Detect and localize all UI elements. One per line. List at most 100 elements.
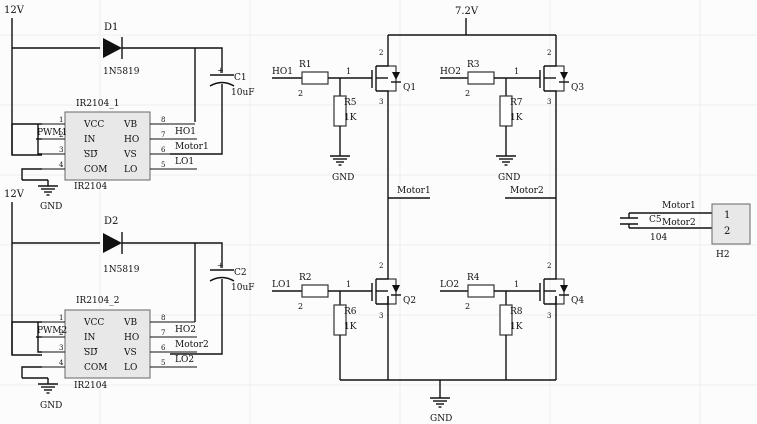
resistor-ref: R6	[344, 307, 357, 317]
gate-net: LO2	[440, 280, 459, 290]
svg-text:+: +	[217, 66, 224, 75]
net-lo: LO1	[175, 157, 194, 167]
wire-bootstrap	[122, 47, 223, 73]
pin-num: 4	[59, 161, 64, 169]
pin-com: COM	[84, 165, 107, 175]
ic-ir2104-2	[64, 309, 151, 379]
pin-num: 2	[59, 131, 63, 139]
diode-d1	[103, 37, 123, 59]
resistor-ref: R1	[299, 60, 312, 70]
net-motor: Motor1	[175, 142, 209, 152]
diode-body	[103, 38, 122, 58]
resistor-value: 1K	[344, 113, 357, 123]
cap-ref: C2	[234, 268, 247, 278]
diode-body	[103, 233, 122, 253]
svg-text:+: +	[217, 261, 224, 270]
net-ho: HO2	[175, 325, 196, 335]
pin-num: 5	[161, 161, 165, 169]
pin-num: 2	[379, 262, 383, 270]
gnd-label: GND	[332, 173, 354, 183]
gnd-label: GND	[40, 401, 62, 411]
pin-ho: HO	[124, 135, 139, 145]
pin-num: 4	[59, 359, 64, 367]
pin-vb: VB	[123, 318, 137, 328]
pin-num: 6	[161, 146, 166, 154]
pin-num: 1	[346, 280, 351, 289]
ic-part: IR2104	[74, 381, 108, 391]
mosfet-ref: Q2	[403, 296, 416, 306]
resistor-ref: R5	[344, 98, 357, 108]
pin-num: 7	[161, 131, 165, 139]
wire-vcc	[11, 123, 42, 155]
motor-connector: C5 104 Motor1 Motor2 1 2 H2	[620, 201, 751, 260]
capacitor-c2: +	[209, 261, 235, 282]
pin-num: 2	[379, 49, 383, 57]
rail-72v-label: 7.2V	[455, 6, 479, 17]
pin-num: 7	[161, 329, 165, 337]
wire-sd	[37, 124, 42, 155]
ic-title: IR2104_2	[76, 296, 119, 306]
diode-d2	[103, 232, 123, 254]
pin-num: 8	[161, 314, 165, 322]
net-ho: HO1	[175, 127, 196, 137]
pin-ho: HO	[124, 333, 139, 343]
pin-vcc: VCC	[83, 318, 104, 328]
net-pwm: PWM1	[37, 128, 67, 138]
mosfet-ref: Q3	[571, 83, 584, 93]
h-bridge: 7.2V GND Motor1 Motor2 HO1 R1 2 1 R5 1K	[272, 6, 584, 424]
capacitor-c1: +	[209, 66, 235, 87]
diode-part: 1N5819	[103, 265, 140, 275]
gate-net: LO1	[272, 280, 291, 290]
rail-12v-label: 12V	[4, 5, 25, 16]
resistor-ref: R4	[467, 273, 480, 283]
pin-num: 3	[379, 98, 383, 106]
pin-num: 2	[547, 262, 551, 270]
mosfet-ref: Q1	[403, 83, 416, 93]
pin-vcc: VCC	[83, 120, 104, 130]
pin-num: 2	[298, 89, 303, 98]
diode-part: 1N5819	[103, 67, 140, 77]
stage-q2: LO1 R2 2 1 R6 1K Q2 2 3	[272, 262, 416, 380]
pin-num: 8	[161, 116, 165, 124]
pin-num: 1	[346, 67, 351, 76]
pin-vs: VS	[123, 150, 137, 160]
pin-sd: SD	[84, 150, 97, 160]
pin-num: 2	[465, 302, 470, 311]
pin-num: 1	[59, 116, 63, 124]
pin-num: 3	[547, 98, 551, 106]
ic-title: IR2104_1	[76, 99, 119, 109]
driver-2: 12V D2 1N5819 + C2 10uF IR2104_2 IR2104 …	[4, 189, 255, 411]
resistor-value: 1K	[344, 322, 357, 332]
net-motor1: Motor1	[397, 186, 431, 196]
connector-ref: H2	[716, 250, 730, 260]
pin-num: 3	[547, 312, 551, 320]
resistor-value: 1K	[510, 322, 523, 332]
pin-com: COM	[84, 363, 107, 373]
gate-net: HO2	[440, 67, 461, 77]
connector-h2	[711, 203, 751, 245]
mosfet-q4	[539, 262, 569, 305]
wire-vcc	[11, 321, 42, 355]
wire-com	[21, 168, 42, 180]
resistor-ref: R2	[299, 273, 312, 283]
resistor	[301, 71, 329, 85]
pin-vs: VS	[123, 348, 137, 358]
net-pwm: PWM2	[37, 326, 67, 336]
gnd-label: GND	[430, 414, 452, 424]
resistor-ref: R7	[510, 98, 523, 108]
net-motor1: Motor1	[662, 201, 696, 211]
cap-value: 104	[650, 233, 667, 243]
pin-lo: LO	[124, 165, 137, 175]
rail-12v-label: 12V	[4, 189, 25, 200]
pin-num: 2	[547, 49, 551, 57]
cap-value: 10uF	[231, 88, 255, 98]
pin-in: IN	[84, 333, 96, 343]
connector-pin: 2	[724, 226, 730, 237]
pin-sd: SD	[84, 348, 97, 358]
driver-1: 12V D1 1N5819 + C1 10uF IR2104_1 IR2104 …	[4, 5, 255, 212]
wire-cap-vs	[170, 279, 223, 355]
net-lo: LO2	[175, 355, 194, 365]
wire-bootstrap	[122, 242, 223, 268]
pin-in: IN	[84, 135, 96, 145]
